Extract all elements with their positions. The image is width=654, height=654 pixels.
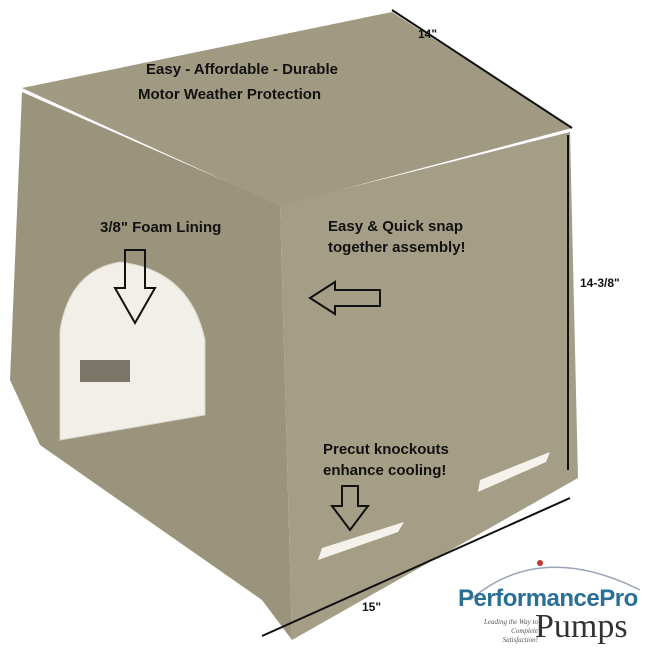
- depth-label: 14": [418, 27, 438, 41]
- down-arrow-icon: [330, 485, 370, 532]
- headline-line2: Motor Weather Protection: [138, 86, 322, 103]
- foam-callout: 3/8" Foam Lining: [100, 219, 222, 236]
- snap-callout-line2: together assembly!: [328, 239, 466, 256]
- logo-arch: [469, 566, 641, 601]
- lid: [22, 12, 572, 206]
- logo-product: Pumps: [535, 608, 628, 645]
- opening-vent: [80, 360, 130, 382]
- knockout-callout-line1: Precut knockouts: [323, 441, 449, 458]
- width-dimension-line: [261, 497, 571, 637]
- knockout-callout-line2: enhance cooling!: [323, 462, 447, 479]
- height-label: 14-3/8": [580, 276, 620, 290]
- snap-callout-line1: Easy & Quick snap: [328, 218, 464, 235]
- headline-line1: Easy - Affordable - Durable: [146, 61, 338, 78]
- logo-star-icon: [537, 560, 543, 566]
- depth-dimension-line: [391, 9, 573, 129]
- width-label: 15": [362, 600, 382, 614]
- left-arrow-icon: [308, 280, 381, 316]
- down-arrow-icon: [113, 249, 157, 326]
- foam-lining-opening: [59, 261, 206, 441]
- logo-tagline: Leading the Way to Complete Satisfaction…: [484, 618, 538, 644]
- logo-brand: PerformancePro: [458, 585, 638, 612]
- knockout-slot-right: [478, 452, 550, 492]
- front-panel: [280, 132, 578, 640]
- knockout-slot-left: [318, 522, 404, 560]
